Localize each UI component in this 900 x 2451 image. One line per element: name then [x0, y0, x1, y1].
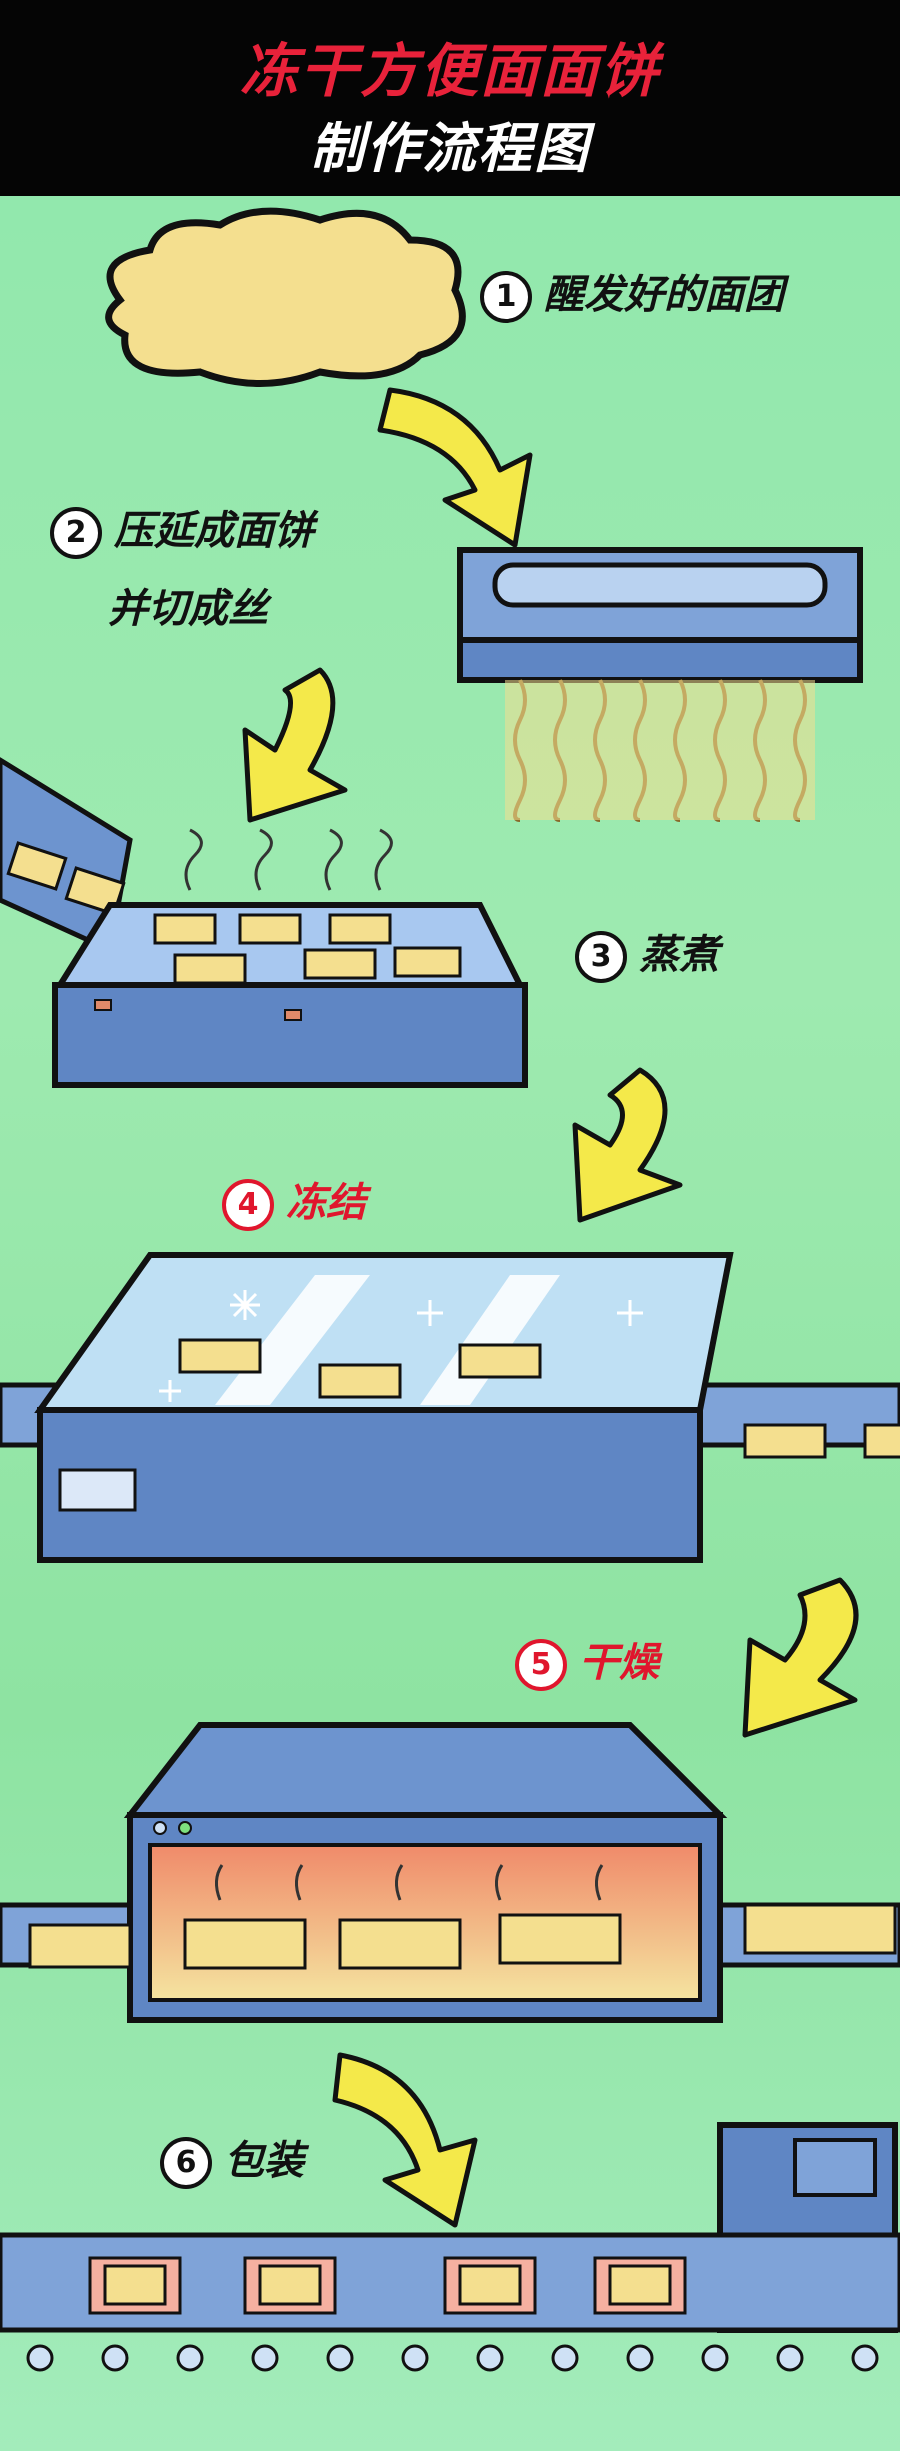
- step-5-label: 5 干燥: [515, 1630, 659, 1691]
- step-6-number: 6: [160, 2137, 212, 2189]
- step-6-text: 包装: [224, 2138, 304, 2184]
- step-2-label: 2 压延成面饼: [50, 498, 314, 559]
- packaging-line: [0, 2122, 900, 2372]
- step-6-label: 6 包装: [160, 2128, 304, 2189]
- step-3-label: 3 蒸煮: [575, 922, 719, 983]
- step-4-label: 4 冻结: [222, 1170, 366, 1231]
- step-1-number: 1: [480, 271, 532, 323]
- step-4-text: 冻结: [286, 1180, 366, 1226]
- step-2-text: 压延成面饼: [114, 508, 314, 554]
- arrow-1: [377, 387, 533, 548]
- step-5-number: 5: [515, 1639, 567, 1691]
- step-4-number: 4: [222, 1179, 274, 1231]
- arrow-4: [742, 1577, 859, 1738]
- page-subtitle: 制作流程图: [310, 117, 590, 180]
- step-2-label-line2: 并切成丝: [108, 586, 268, 632]
- drying-oven: [0, 1722, 900, 2023]
- step-5-text: 干燥: [579, 1640, 659, 1686]
- arrow-2: [242, 667, 348, 823]
- arrow-3: [572, 1067, 683, 1223]
- step-1-text: 醒发好的面团: [544, 272, 784, 318]
- dough-cloud: [105, 207, 466, 387]
- step-2-number: 2: [50, 507, 102, 559]
- freezing-box: [0, 1252, 900, 1563]
- step-3-text: 蒸煮: [639, 932, 719, 978]
- arrow-5: [332, 2052, 478, 2228]
- rolling-cutting-machine: [457, 547, 863, 822]
- page-title: 冻干方便面面饼: [239, 37, 660, 105]
- step-3-number: 3: [575, 931, 627, 983]
- header-bar: 冻干方便面面饼 制作流程图: [0, 0, 900, 196]
- step-1-label: 1 醒发好的面团: [480, 262, 784, 323]
- steaming-tray: [0, 757, 528, 1088]
